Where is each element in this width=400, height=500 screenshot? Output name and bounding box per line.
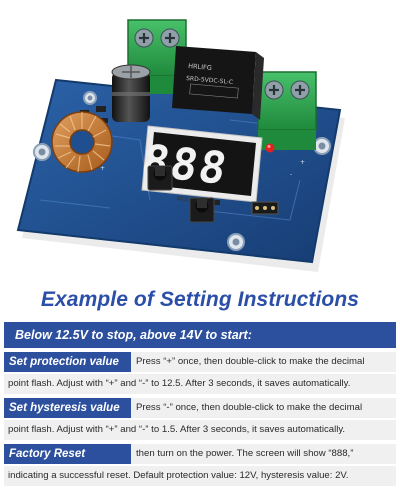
status-led xyxy=(265,143,275,153)
relay-model: SRD-5VDC-SL-C xyxy=(186,75,233,86)
condition-banner: Below 12.5V to stop, above 14V to start: xyxy=(4,322,396,348)
svg-text:-: - xyxy=(290,171,292,178)
instruction-label: Set protection value xyxy=(4,352,131,372)
page-title: Example of Setting Instructions xyxy=(40,288,360,311)
tactile-button-minus xyxy=(189,197,215,223)
instruction-line: point flash. Adjust with “+” and “-” to … xyxy=(4,420,396,440)
instruction-set-protection: Press “+” once, then double-click to mak… xyxy=(4,352,396,394)
product-image: HRLIFG SRD-5VDC-SL-C 888 3631AS-1 xyxy=(16,19,345,272)
inductor xyxy=(51,111,113,173)
svg-text:+: + xyxy=(300,159,305,166)
capacitor xyxy=(111,64,151,122)
output-terminal-block xyxy=(257,71,317,150)
tactile-button-plus xyxy=(147,165,173,191)
instruction-set-hysteresis: Press “-” once, then double-click to mak… xyxy=(4,398,396,440)
instruction-factory-reset: then turn on the power. The screen will … xyxy=(4,444,396,486)
instruction-label: Set hysteresis value xyxy=(4,398,131,418)
svg-text:+: + xyxy=(100,165,105,172)
instruction-line: indicating a successful reset. Default p… xyxy=(4,466,396,486)
instruction-label: Factory Reset xyxy=(4,444,131,464)
relay: HRLIFG SRD-5VDC-SL-C xyxy=(172,46,264,120)
pin-header xyxy=(251,201,279,215)
instruction-line: point flash. Adjust with “+” and “-” to … xyxy=(4,374,396,394)
relay-brand: HRLIFG xyxy=(188,62,212,72)
seven-segment-display: 888 3631AS-1 xyxy=(137,125,263,205)
